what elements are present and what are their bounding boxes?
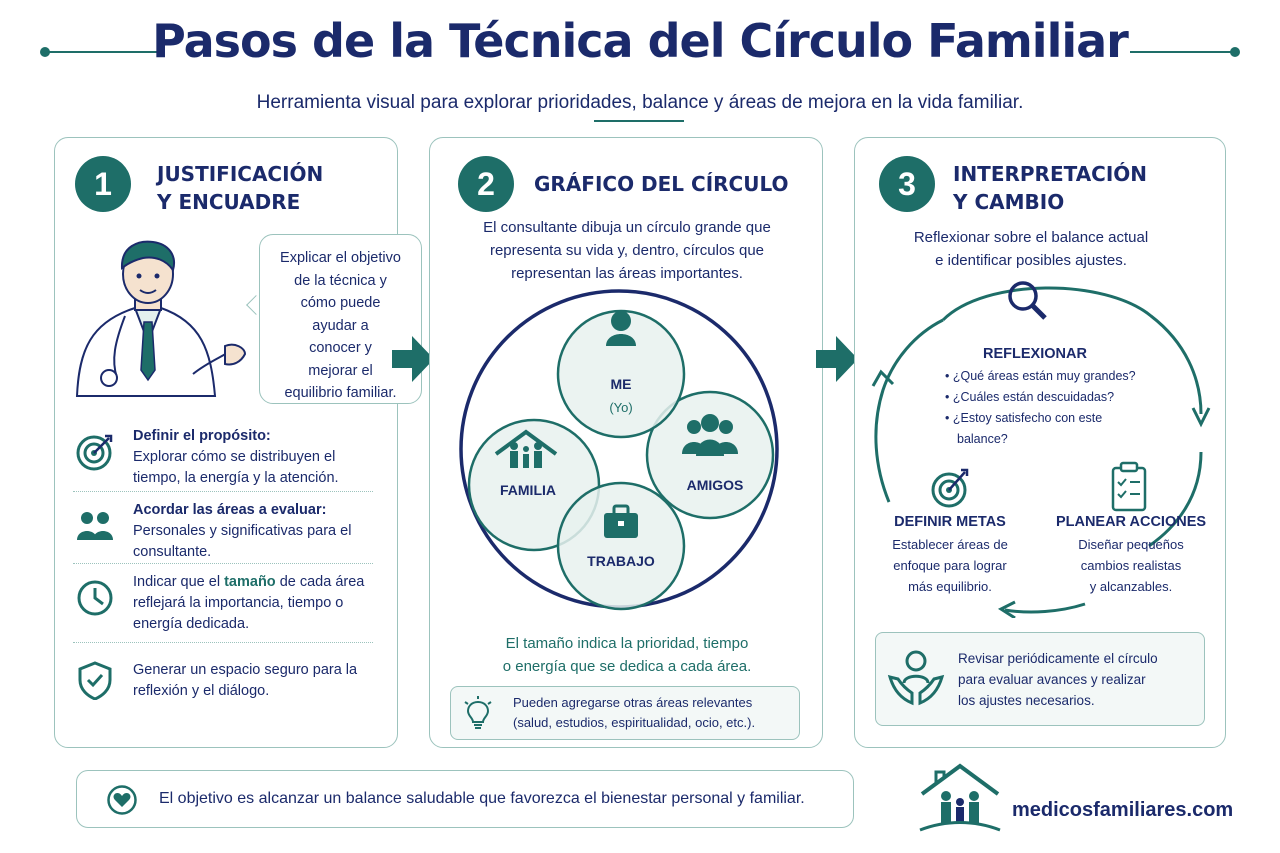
clipboard-checklist-icon bbox=[1111, 461, 1147, 512]
divider bbox=[73, 563, 373, 564]
tip-text: Pueden agregarse otras áreas relevantes … bbox=[513, 695, 756, 730]
step1-item-size: Indicar que el tamaño de cada área refle… bbox=[75, 572, 375, 646]
item-text: Personales y significativas para el cons… bbox=[133, 523, 352, 560]
target-icon bbox=[931, 468, 969, 508]
reflexionar-bullet: • ¿Qué áreas están muy grandes? bbox=[945, 369, 1136, 383]
divider bbox=[73, 642, 373, 643]
divider bbox=[73, 491, 373, 492]
cycle-diagram bbox=[871, 281, 1211, 618]
me-sublabel: (Yo) bbox=[609, 400, 632, 415]
footer-message-box: El objetivo es alcanzar un balance salud… bbox=[76, 770, 854, 828]
acciones-text: Diseñar pequeños cambios realistas y alc… bbox=[1078, 537, 1184, 594]
item-title: Definir el propósito: bbox=[133, 428, 271, 444]
step3-title-line2: Y CAMBIO bbox=[953, 190, 1065, 214]
tip-box: Pueden agregarse otras áreas relevantes … bbox=[450, 686, 800, 740]
review-box: Revisar periódicamente el círculo para e… bbox=[875, 632, 1205, 726]
step1-panel: 1 JUSTIFICACIÓN Y ENCUADRE Explicar el o… bbox=[54, 137, 422, 748]
briefcase-icon bbox=[604, 504, 638, 538]
page-subtitle: Herramienta visual para explorar priorid… bbox=[256, 92, 1024, 113]
decor-line-left bbox=[46, 51, 164, 53]
step1-number: 1 bbox=[75, 156, 131, 212]
group-icon bbox=[682, 414, 738, 456]
highlight-size: tamaño bbox=[224, 574, 276, 590]
lightbulb-icon bbox=[464, 696, 492, 729]
review-text: Revisar periódicamente el círculo para e… bbox=[958, 651, 1158, 708]
speech-bubble: Explicar el objetivo de la técnica y cóm… bbox=[259, 234, 422, 404]
item-text: Generar un espacio seguro para la reflex… bbox=[133, 662, 358, 699]
step1-item-safe-space: Generar un espacio seguro para la reflex… bbox=[75, 654, 375, 728]
reflexionar-bullet: • ¿Cuáles están descuidadas? bbox=[945, 390, 1115, 404]
target-icon bbox=[76, 434, 113, 471]
step1-item-areas: Acordar las áreas a evaluar: Personales y… bbox=[75, 500, 375, 574]
step3-title: INTERPRETACIÓN Y CAMBIO bbox=[953, 160, 1147, 216]
heart-icon bbox=[107, 785, 137, 815]
step1-title-line2: Y ENCUADRE bbox=[157, 190, 301, 214]
trabajo-label: TRABAJO bbox=[587, 553, 655, 569]
metas-text: Establecer áreas de enfoque para lograr … bbox=[892, 537, 1008, 594]
amigos-label: AMIGOS bbox=[687, 477, 744, 493]
clock-icon bbox=[77, 580, 113, 616]
reflexionar-list: • ¿Qué áreas están muy grandes? • ¿Cuále… bbox=[945, 366, 1155, 450]
family-house-logo bbox=[919, 763, 1001, 832]
step1-title: JUSTIFICACIÓN Y ENCUADRE bbox=[157, 160, 323, 216]
size-note: El tamaño indica la prioridad, tiempo o … bbox=[502, 635, 752, 675]
decor-line-right bbox=[1130, 51, 1236, 53]
step2-description: El consultante dibuja un círculo grande … bbox=[483, 219, 771, 282]
reflexionar-title: REFLEXIONAR bbox=[983, 346, 1087, 362]
page-title: Pasos de la Técnica del Círculo Familiar bbox=[152, 14, 1129, 68]
me-label: ME bbox=[611, 376, 632, 392]
step2-title: GRÁFICO DEL CÍRCULO bbox=[534, 172, 789, 196]
family-house-icon bbox=[494, 429, 558, 468]
shield-check-icon bbox=[78, 661, 112, 700]
step3-panel: 3 INTERPRETACIÓN Y CAMBIO Reflexionar so… bbox=[854, 137, 1226, 748]
arrow-right-icon bbox=[392, 336, 434, 382]
step1-item-purpose: Definir el propósito: Explorar cómo se di… bbox=[75, 426, 375, 500]
doctor-illustration bbox=[75, 240, 247, 397]
decor-dot-left bbox=[40, 47, 50, 57]
life-circle-diagram: ME (Yo) FAMILIA AMIGOS TRABAJO bbox=[459, 289, 779, 611]
footer-message: El objetivo es alcanzar un balance salud… bbox=[159, 790, 805, 807]
person-icon bbox=[606, 311, 636, 346]
reflexionar-bullet: • ¿Estoy satisfecho con este bbox=[945, 411, 1103, 425]
brand-name[interactable]: medicosfamiliares.com bbox=[1012, 799, 1234, 821]
step2-panel: 2 GRÁFICO DEL CÍRCULO El consultante dib… bbox=[429, 137, 823, 748]
subtitle-rule bbox=[594, 120, 684, 122]
item-text: Explorar cómo se distribuyen el tiempo, … bbox=[133, 449, 339, 486]
people-icon bbox=[77, 512, 113, 540]
familia-label: FAMILIA bbox=[500, 482, 556, 498]
trabajo-circle bbox=[556, 481, 686, 611]
acciones-title: PLANEAR ACCIONES bbox=[1055, 514, 1207, 530]
step2-number: 2 bbox=[458, 156, 514, 212]
caring-hands-icon bbox=[887, 650, 945, 706]
step3-title-line1: INTERPRETACIÓN bbox=[953, 162, 1148, 186]
arrow-right-icon bbox=[816, 336, 858, 382]
magnifier-icon bbox=[1008, 281, 1047, 320]
metas-title: DEFINIR METAS bbox=[894, 514, 1006, 530]
item-title: Acordar las áreas a evaluar: bbox=[133, 502, 327, 518]
step3-description: Reflexionar sobre el balance actual e id… bbox=[913, 229, 1149, 269]
decor-dot-right bbox=[1230, 47, 1240, 57]
step1-title-line1: JUSTIFICACIÓN bbox=[157, 162, 324, 186]
step3-number: 3 bbox=[879, 156, 935, 212]
